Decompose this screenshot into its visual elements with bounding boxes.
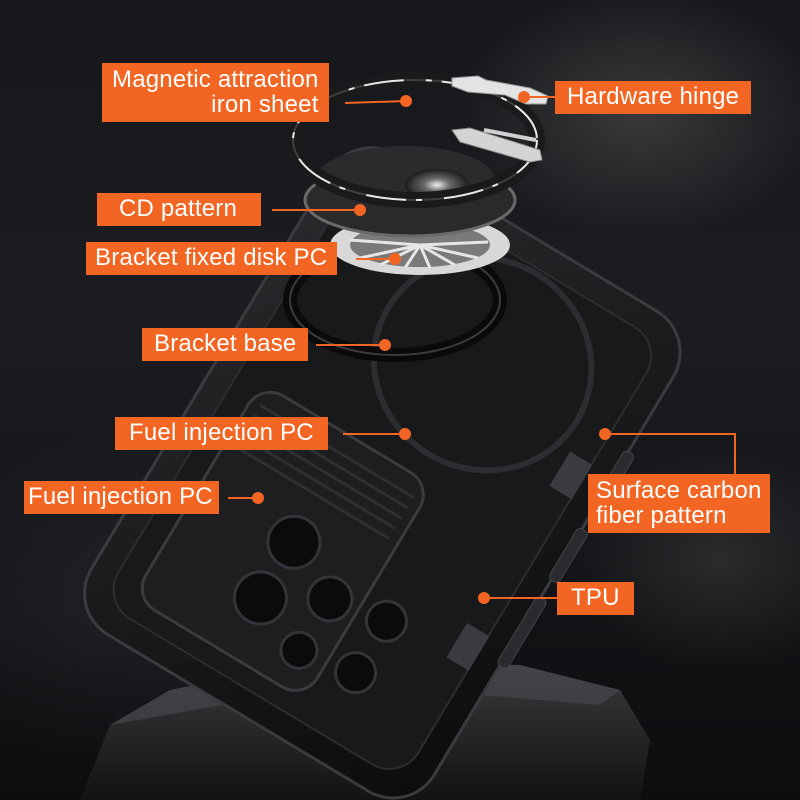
callout-bracket-fixed-disk-pc: Bracket fixed disk PC xyxy=(86,242,338,275)
callout-magnetic-attraction-iron-sheet: Magnetic attraction iron sheet xyxy=(102,63,329,122)
callout-text-line: fiber pattern xyxy=(596,502,727,529)
callout-hardware-hinge: Hardware hinge xyxy=(555,81,752,114)
callout-surface-carbon-fiber-pattern: Surface carbon fiber pattern xyxy=(588,474,770,533)
hardware-hinge xyxy=(451,75,549,163)
callout-text-line: TPU xyxy=(571,584,620,611)
callout-fuel-injection-pc-slider: Fuel injection PC xyxy=(24,481,219,514)
callout-text-line: Fuel injection PC xyxy=(28,483,213,510)
callout-fuel-injection-pc-back: Fuel injection PC xyxy=(115,417,328,450)
callout-text-line: Bracket fixed disk PC xyxy=(95,244,328,271)
camera-lenses xyxy=(232,514,408,695)
callout-text-line: Bracket base xyxy=(154,330,297,357)
callout-tpu: TPU xyxy=(557,582,634,615)
carbon-fiber-patch xyxy=(549,451,593,500)
callout-text-line: Surface carbon xyxy=(596,477,762,504)
callout-text-line: Fuel injection PC xyxy=(129,419,314,446)
callout-connectors xyxy=(228,91,736,604)
side-button xyxy=(549,528,588,583)
callout-text-line: iron sheet xyxy=(211,91,319,118)
carbon-fiber-patch xyxy=(446,622,490,671)
callout-text-line: CD pattern xyxy=(119,195,238,222)
callout-cd-pattern: CD pattern xyxy=(97,193,262,226)
magnetic-ring xyxy=(285,72,545,208)
callout-text-line: Hardware hinge xyxy=(567,83,740,110)
callout-text-line: Magnetic attraction xyxy=(112,66,319,93)
callout-bracket-base: Bracket base xyxy=(142,328,309,361)
